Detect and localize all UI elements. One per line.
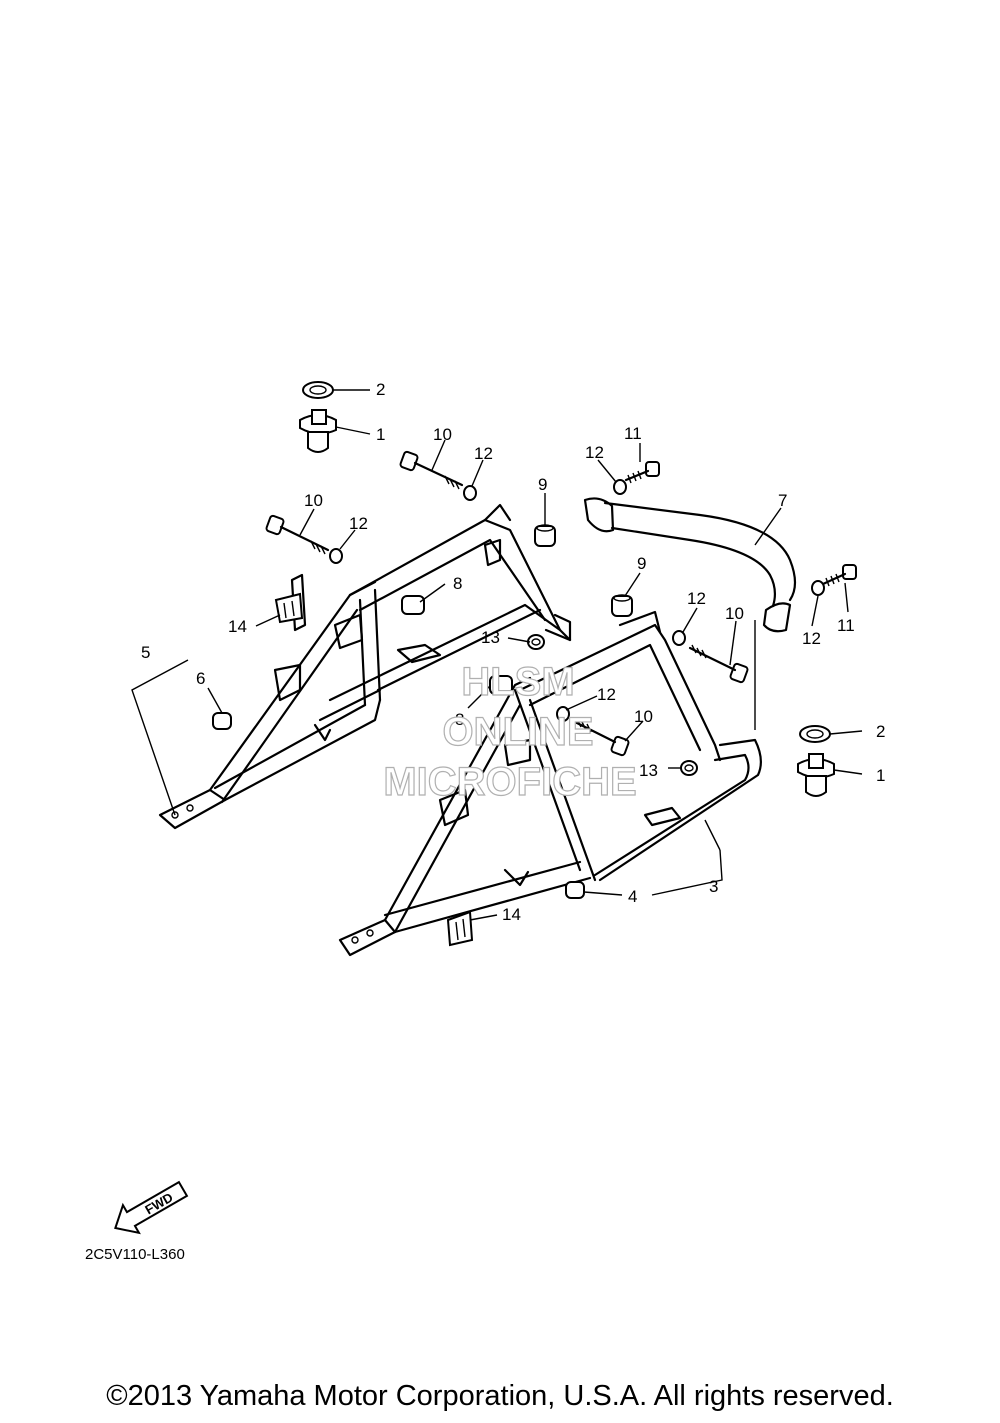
callout-12-a: 12 <box>474 444 493 463</box>
callout-4: 4 <box>628 887 637 906</box>
part-10-bolt-d <box>573 718 630 757</box>
callout-labels: 2 1 10 12 12 11 9 7 10 12 8 14 5 6 13 9 … <box>141 380 885 924</box>
fwd-arrow-icon: FWD <box>114 1180 189 1235</box>
part-12-washer-3 <box>613 479 627 495</box>
callout-2-upper: 2 <box>376 380 385 399</box>
part-2-ring-lower <box>799 725 831 743</box>
callout-11-b: 11 <box>837 616 855 635</box>
part-8-bushing-upper <box>401 595 425 615</box>
part-11-bolt-upper <box>624 461 660 484</box>
callout-12-f: 12 <box>597 685 616 704</box>
callout-1-lower: 1 <box>876 766 885 785</box>
part-12-washer-2 <box>329 548 343 564</box>
callout-11-a: 11 <box>624 424 642 443</box>
part-11-bolt-right <box>821 564 857 587</box>
part-10-bolt-c <box>688 644 749 684</box>
part-8-bushing-lower <box>489 675 513 695</box>
callout-13-b: 13 <box>639 761 658 780</box>
watermark-line-1: HLSM <box>461 660 574 704</box>
part-4-cap <box>565 881 585 899</box>
callout-12-d: 12 <box>687 589 706 608</box>
callout-10-a: 10 <box>433 425 452 444</box>
callout-10-b: 10 <box>304 491 323 510</box>
callout-6: 6 <box>196 669 205 688</box>
part-12-washer-6 <box>556 706 570 722</box>
part-1-latch-lower <box>797 753 835 797</box>
callout-9-a: 9 <box>538 475 547 494</box>
callout-12-b: 12 <box>585 443 604 462</box>
part-14-clip-lower <box>446 910 474 947</box>
part-6-cap <box>212 712 232 730</box>
part-9-bushing-upper <box>534 524 556 547</box>
callout-9-b: 9 <box>637 554 646 573</box>
callout-14-a: 14 <box>228 617 247 636</box>
callout-7: 7 <box>778 491 787 510</box>
part-13-nut-upper <box>527 634 545 650</box>
watermark-line-3: MICROFICHE <box>383 760 636 804</box>
callout-3: 3 <box>709 877 718 896</box>
part-1-latch-upper <box>299 409 337 453</box>
callout-12-c: 12 <box>349 514 368 533</box>
callout-12-e: 12 <box>802 629 821 648</box>
callout-13-a: 13 <box>481 628 500 647</box>
part-2-ring-upper <box>302 381 334 399</box>
part-5-left-frame <box>158 503 572 830</box>
part-7-bracket <box>583 497 797 633</box>
part-10-bolt-b <box>265 514 330 555</box>
callout-5: 5 <box>141 643 150 662</box>
callout-1-upper: 1 <box>376 425 385 444</box>
part-3-right-frame <box>338 610 762 957</box>
part-10-bolt-a <box>399 450 464 490</box>
part-12-washer-5 <box>672 630 686 646</box>
callout-14-b: 14 <box>502 905 521 924</box>
part-14-clip-upper <box>274 573 307 632</box>
callout-2-lower: 2 <box>876 722 885 741</box>
watermark-line-2: ONLINE <box>442 710 593 754</box>
part-12-washer-4 <box>811 580 825 596</box>
part-9-bushing-right <box>611 594 633 617</box>
copyright-notice: ©2013 Yamaha Motor Corporation, U.S.A. A… <box>106 1380 894 1412</box>
part-13-nut-lower <box>680 760 698 776</box>
leader-lines <box>131 389 863 921</box>
callout-8-a: 8 <box>453 574 462 593</box>
diagram-code: 2C5V110-L360 <box>85 1246 185 1263</box>
callout-8-b: 8 <box>455 710 464 729</box>
callout-10-c: 10 <box>725 604 744 623</box>
part-12-washer-1 <box>463 485 477 501</box>
watermark: HLSM ONLINE MICROFICHE <box>383 659 638 804</box>
callout-10-d: 10 <box>634 707 653 726</box>
